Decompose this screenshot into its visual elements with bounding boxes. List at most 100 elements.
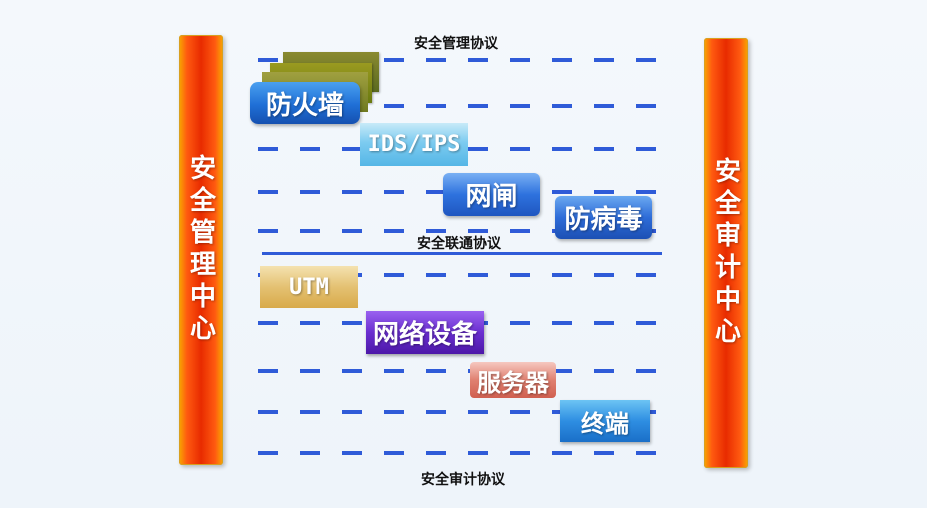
- dash-segment: [468, 273, 488, 277]
- dashed-line-row: [0, 451, 927, 455]
- management-protocol-label: 安全管理协议: [414, 36, 498, 52]
- dashed-line-row: [0, 273, 927, 277]
- dashed-line-row: [0, 104, 927, 108]
- dash-segment: [384, 229, 404, 233]
- dash-segment: [510, 451, 530, 455]
- dash-segment: [258, 369, 278, 373]
- dash-segment: [594, 147, 614, 151]
- dash-segment: [300, 451, 320, 455]
- interconnect-divider-line: [262, 252, 662, 255]
- dash-segment: [510, 104, 530, 108]
- dash-segment: [342, 410, 362, 414]
- server-box: 服务器: [470, 362, 556, 398]
- dash-segment: [636, 451, 656, 455]
- dashed-line-row: [0, 229, 927, 233]
- dash-segment: [468, 229, 488, 233]
- dash-segment: [636, 321, 656, 325]
- dash-segment: [552, 147, 572, 151]
- gateway-box: 网闸: [443, 173, 540, 216]
- dash-segment: [342, 451, 362, 455]
- dash-segment: [300, 190, 320, 194]
- dash-segment: [552, 58, 572, 62]
- dash-segment: [342, 321, 362, 325]
- dash-segment: [636, 104, 656, 108]
- dash-segment: [552, 369, 572, 373]
- dash-segment: [384, 369, 404, 373]
- audit-protocol-label: 安全审计协议: [421, 472, 505, 488]
- dash-segment: [258, 58, 278, 62]
- dash-segment: [636, 147, 656, 151]
- dash-segment: [594, 451, 614, 455]
- dash-segment: [594, 58, 614, 62]
- interconnect-protocol-label: 安全联通协议: [417, 236, 501, 252]
- dash-segment: [300, 147, 320, 151]
- terminal-box: 终端: [560, 400, 650, 442]
- dash-segment: [384, 273, 404, 277]
- dash-segment: [468, 58, 488, 62]
- dash-segment: [552, 190, 572, 194]
- dash-segment: [426, 229, 446, 233]
- dash-segment: [510, 58, 530, 62]
- dash-segment: [300, 321, 320, 325]
- dash-segment: [426, 273, 446, 277]
- dash-segment: [594, 369, 614, 373]
- dash-segment: [258, 321, 278, 325]
- dash-segment: [594, 321, 614, 325]
- dash-segment: [636, 58, 656, 62]
- dash-segment: [468, 451, 488, 455]
- dash-segment: [426, 410, 446, 414]
- dash-segment: [342, 369, 362, 373]
- dash-segment: [426, 58, 446, 62]
- dash-segment: [426, 451, 446, 455]
- dash-segment: [594, 190, 614, 194]
- security-management-center-label: 安全管理中心: [185, 154, 216, 346]
- dash-segment: [258, 410, 278, 414]
- dash-segment: [342, 229, 362, 233]
- dash-segment: [636, 273, 656, 277]
- dash-segment: [384, 410, 404, 414]
- dash-segment: [552, 451, 572, 455]
- dash-segment: [510, 321, 530, 325]
- dash-segment: [426, 190, 446, 194]
- dashed-line-row: [0, 58, 927, 62]
- dash-segment: [384, 190, 404, 194]
- dash-segment: [468, 410, 488, 414]
- dashed-line-row: [0, 369, 927, 373]
- dash-segment: [384, 451, 404, 455]
- dash-segment: [300, 229, 320, 233]
- dash-segment: [552, 273, 572, 277]
- dash-segment: [552, 104, 572, 108]
- dash-segment: [384, 104, 404, 108]
- antivirus-box: 防病毒: [555, 196, 652, 239]
- dash-segment: [258, 147, 278, 151]
- dash-segment: [552, 321, 572, 325]
- dash-segment: [384, 58, 404, 62]
- dash-segment: [342, 147, 362, 151]
- utm-box: UTM: [260, 266, 358, 308]
- dash-segment: [636, 190, 656, 194]
- dash-segment: [510, 229, 530, 233]
- security-audit-center-label: 安全审计中心: [710, 157, 741, 349]
- security-audit-center-bar: 安全审计中心: [704, 38, 748, 468]
- dash-segment: [426, 104, 446, 108]
- dash-segment: [510, 273, 530, 277]
- dash-segment: [258, 451, 278, 455]
- dash-segment: [468, 104, 488, 108]
- dash-segment: [300, 410, 320, 414]
- dash-segment: [426, 369, 446, 373]
- firewall-box: 防火墙: [250, 82, 360, 124]
- dash-segment: [636, 369, 656, 373]
- dash-segment: [258, 229, 278, 233]
- dash-segment: [594, 273, 614, 277]
- dashed-line-row: [0, 410, 927, 414]
- network-device-box: 网络设备: [366, 311, 484, 354]
- dash-segment: [342, 190, 362, 194]
- dash-segment: [510, 147, 530, 151]
- dash-segment: [258, 190, 278, 194]
- security-management-center-bar: 安全管理中心: [179, 35, 223, 465]
- dash-segment: [594, 104, 614, 108]
- dash-segment: [468, 147, 488, 151]
- dash-segment: [510, 410, 530, 414]
- ids-ips-box: IDS/IPS: [360, 123, 468, 166]
- dash-segment: [300, 369, 320, 373]
